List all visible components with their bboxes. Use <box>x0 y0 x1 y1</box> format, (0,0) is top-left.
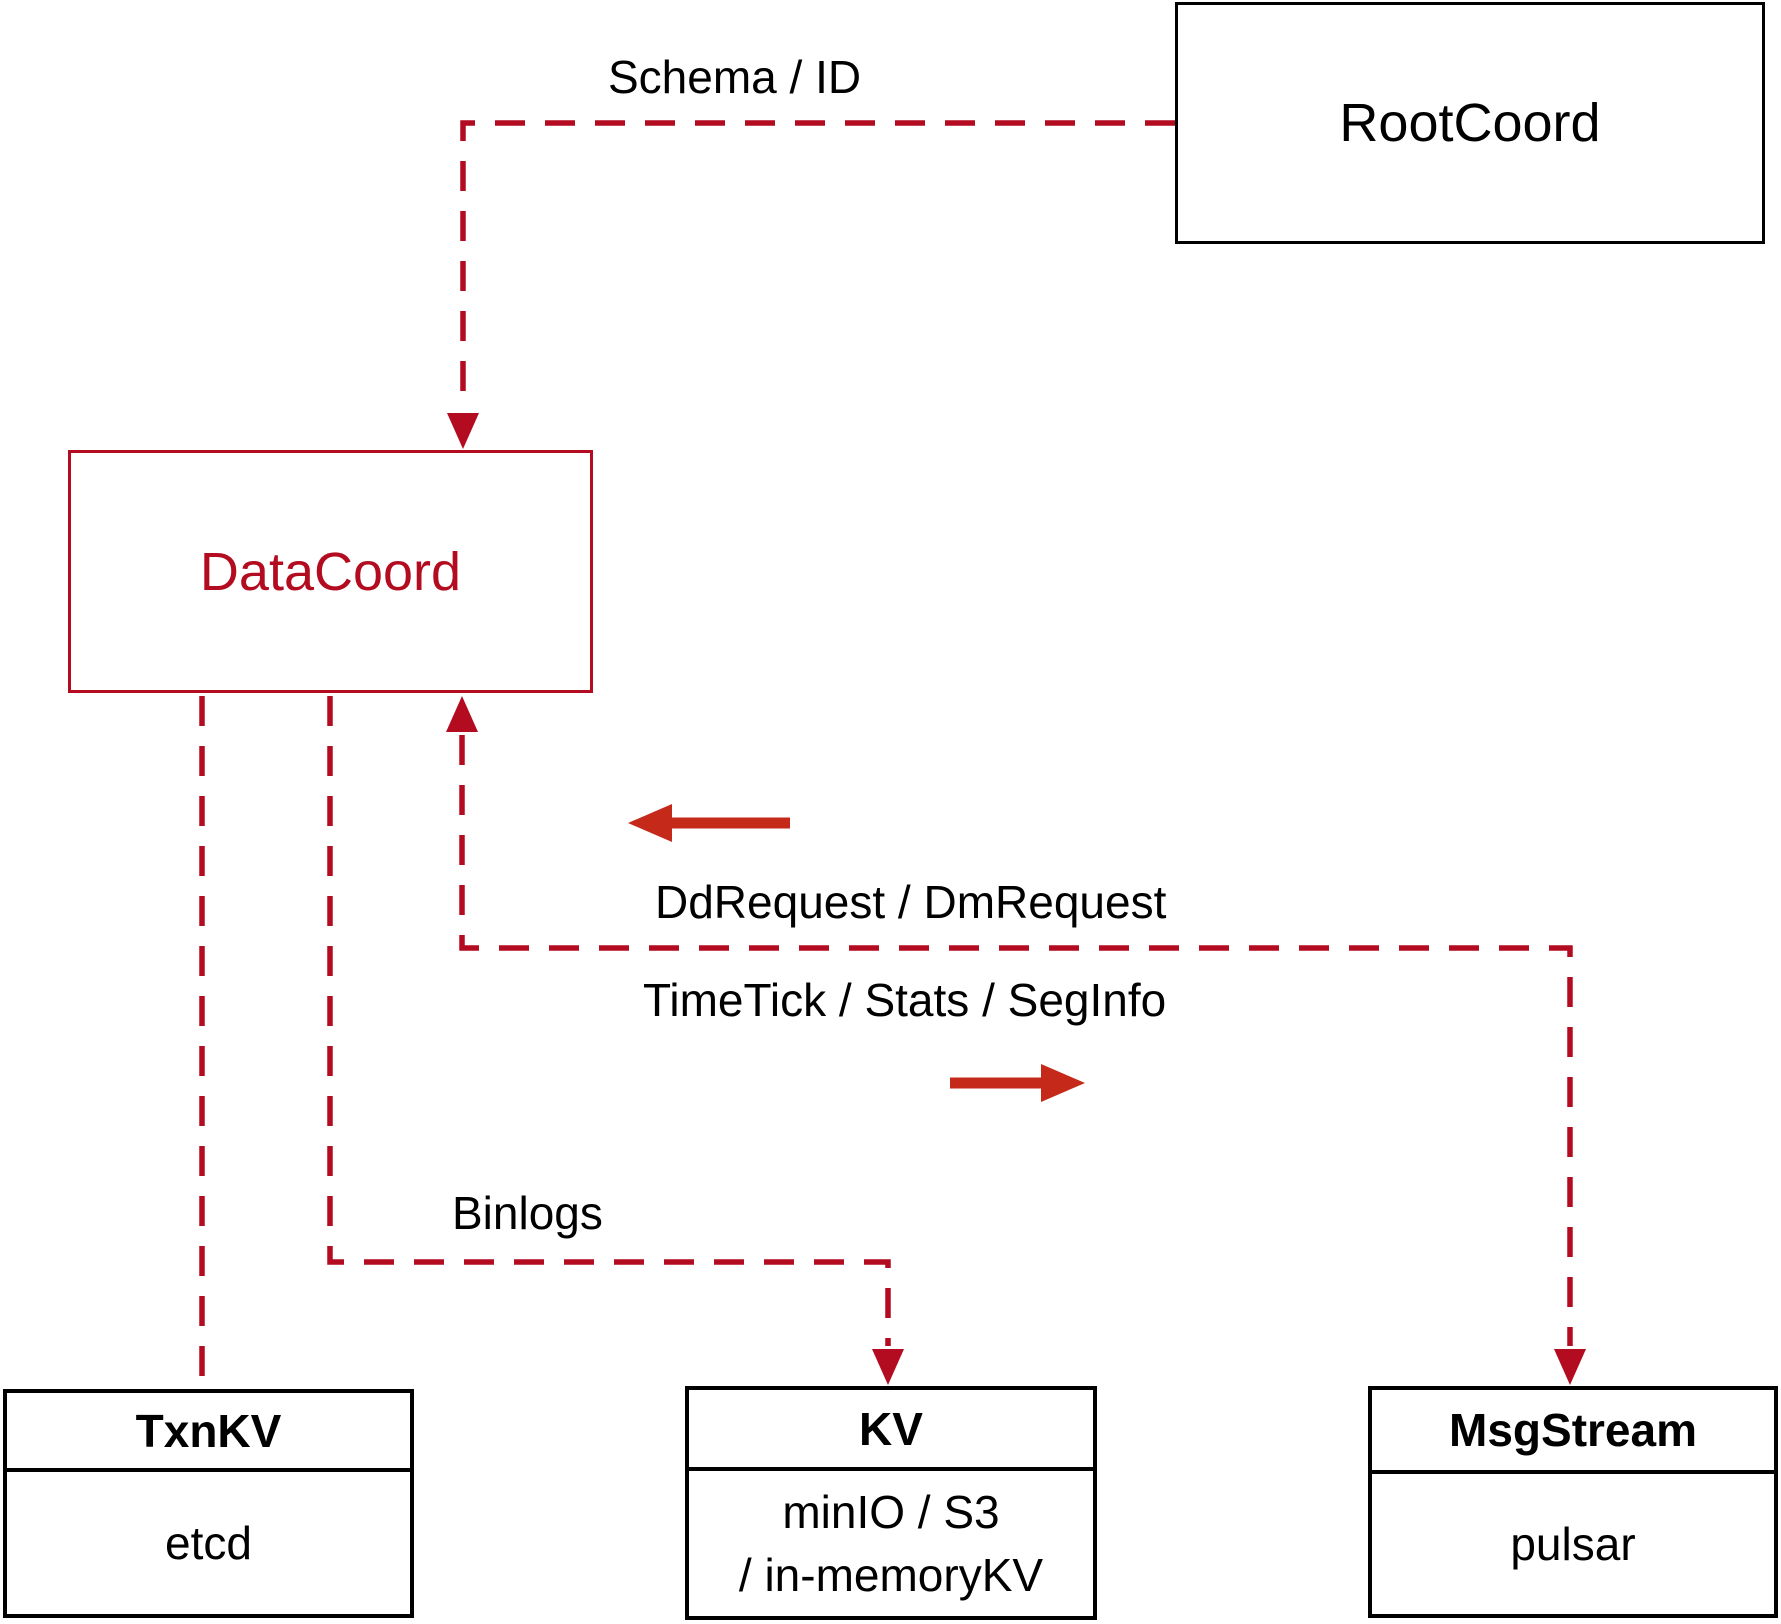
request-stream-edge <box>459 735 1573 1346</box>
msgstream-node: MsgStream pulsar <box>1368 1386 1778 1618</box>
left-direction-arrow <box>628 804 790 842</box>
txnkv-title: TxnKV <box>7 1393 410 1472</box>
binlogs-edge <box>327 696 891 1346</box>
rootcoord-label: RootCoord <box>1339 93 1601 153</box>
binlogs-edge-label: Binlogs <box>452 1187 603 1239</box>
txnkv-body: etcd <box>165 1516 252 1569</box>
left-arrow-head <box>628 804 672 842</box>
schema-id-edge-label: Schema / ID <box>608 51 862 103</box>
request-edge-label: DdRequest / DmRequest <box>655 876 1167 928</box>
datacoord-node: DataCoord <box>68 450 593 693</box>
kv-title: KV <box>689 1390 1093 1471</box>
right-arrow-head <box>1041 1064 1085 1102</box>
kv-body-line2: / in-memoryKV <box>738 1548 1044 1601</box>
stream-down-arrowhead <box>1554 1349 1586 1385</box>
rootcoord-node: RootCoord <box>1175 2 1765 244</box>
kv-node: KV minIO / S3 / in-memoryKV <box>685 1386 1097 1620</box>
right-direction-arrow <box>950 1064 1085 1102</box>
request-up-arrowhead <box>446 696 478 732</box>
txnkv-node: TxnKV etcd <box>3 1389 414 1618</box>
msgstream-body: pulsar <box>1510 1517 1636 1570</box>
kv-body-line1: minIO / S3 <box>782 1485 1000 1538</box>
schema-id-edge <box>460 120 1175 410</box>
datacoord-label: DataCoord <box>199 541 462 602</box>
binlogs-arrowhead <box>872 1349 904 1385</box>
stream-edge-label: TimeTick / Stats / SegInfo <box>643 974 1167 1026</box>
schema-id-arrowhead <box>447 413 479 449</box>
msgstream-title: MsgStream <box>1372 1390 1774 1474</box>
